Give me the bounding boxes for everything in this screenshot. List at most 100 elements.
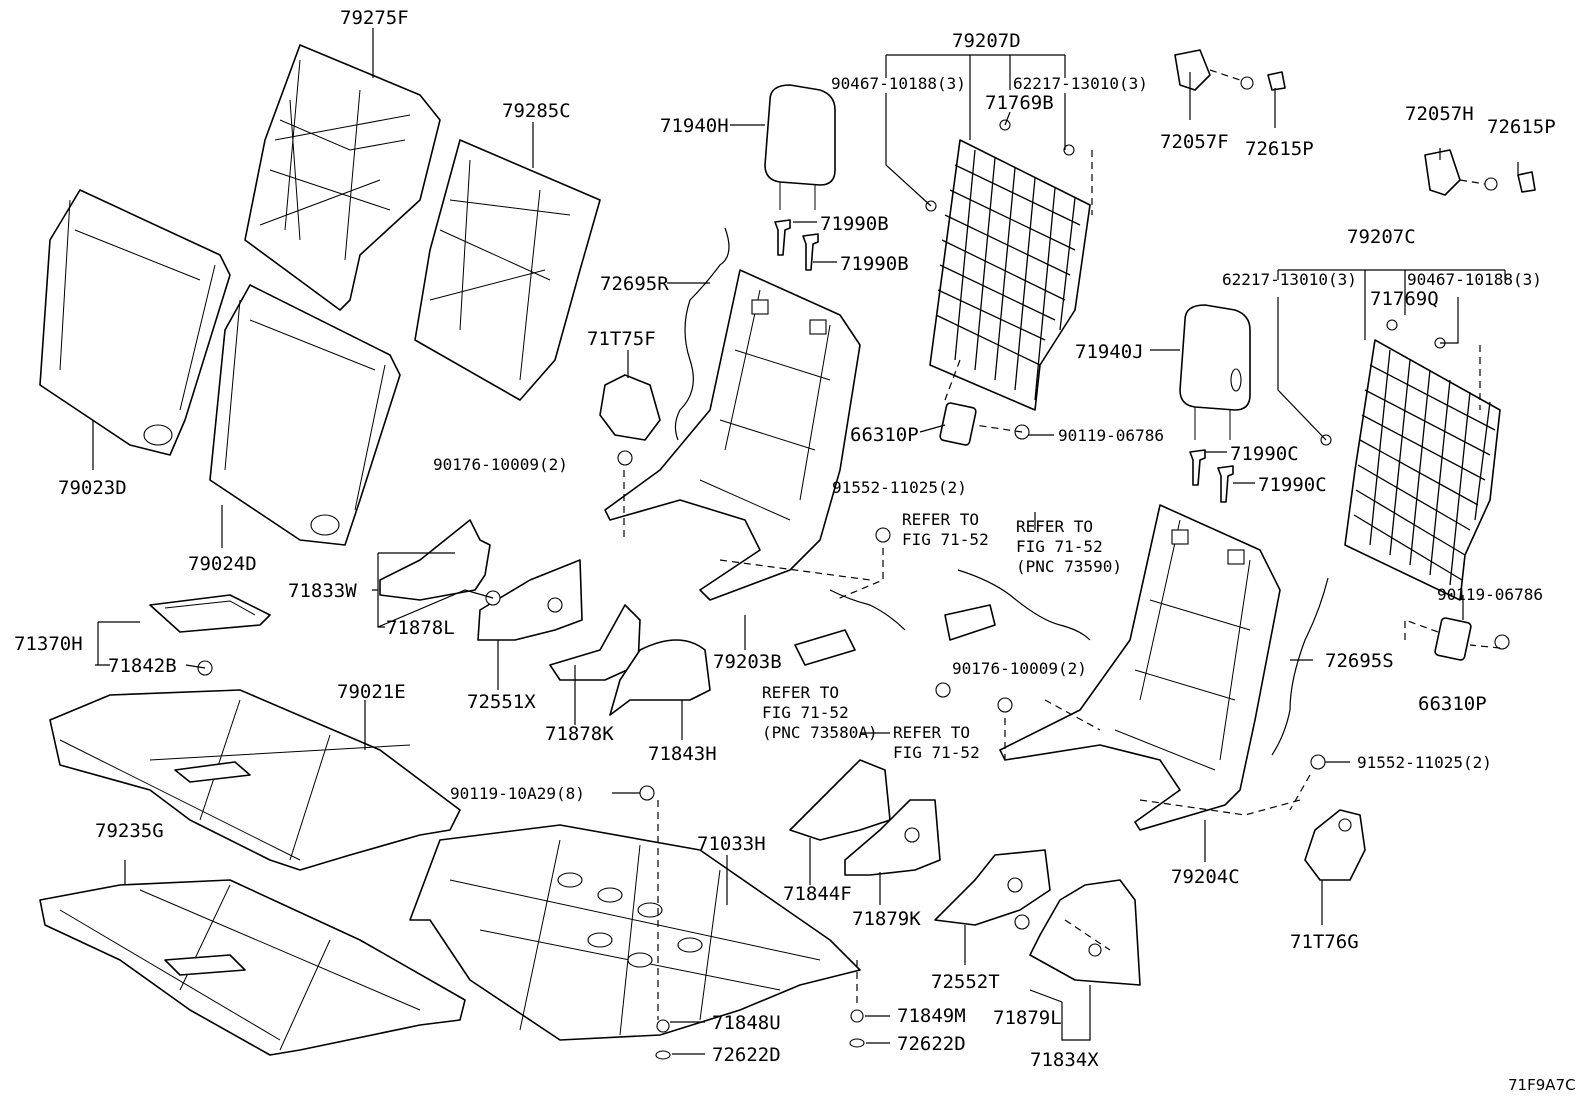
label-90119-10A29: 90119-10A29(8) <box>450 784 585 803</box>
label-79203B: 79203B <box>713 651 782 673</box>
label-66310P-b: 66310P <box>1418 693 1487 715</box>
leader-lines <box>92 28 1519 1055</box>
ref4-line2: FIG 71-52 <box>893 743 980 762</box>
label-71370H: 71370H <box>14 633 83 655</box>
label-79024D: 79024D <box>188 553 257 575</box>
assembly-lines <box>623 69 1501 1020</box>
headrest-guides-71990B <box>774 219 819 271</box>
label-71T75F: 71T75F <box>587 328 656 350</box>
label-90467-10188-b: 90467-10188(3) <box>1407 270 1542 289</box>
ref1-line2: FIG 71-52 <box>902 530 989 549</box>
panel-71878K <box>549 604 641 681</box>
wires <box>674 227 1329 756</box>
label-71990B-b: 71990B <box>840 253 909 275</box>
lock-66310P-left <box>939 402 977 446</box>
ref2-line1: REFER TO <box>1016 517 1093 536</box>
seat-cushion-79021E <box>49 689 461 871</box>
label-72615P-a: 72615P <box>1245 138 1314 160</box>
label-79275F: 79275F <box>340 7 409 29</box>
lock-66310P-right <box>1434 617 1472 661</box>
headrest-71940H <box>764 84 836 210</box>
figure-code: 71F9A7C <box>1508 1076 1576 1094</box>
label-66310P-a: 66310P <box>850 424 919 446</box>
label-79285C: 79285C <box>502 100 571 122</box>
label-91552-11025-a: 91552-11025(2) <box>832 478 967 497</box>
seat-frame-lower-71033H <box>409 824 861 1041</box>
headrest-guides-71990C <box>1189 449 1234 503</box>
label-90467-10188-a: 90467-10188(3) <box>831 74 966 93</box>
bracket-71T75F <box>599 374 661 441</box>
label-72552T: 72552T <box>931 971 1000 993</box>
seatback-frame-79207D <box>929 139 1091 411</box>
seatback-cushion-79023D <box>39 189 231 456</box>
ref3-line3: (PNC 73580A) <box>762 723 878 742</box>
label-62217-13010-b: 62217-13010(3) <box>1222 270 1357 289</box>
label-62217-13010-a: 62217-13010(3) <box>1013 74 1148 93</box>
cover-71834X <box>1029 879 1141 986</box>
panel-72551X <box>477 559 583 641</box>
label-71842B: 71842B <box>108 655 177 677</box>
label-71843H: 71843H <box>648 743 717 765</box>
seat-cushion-pad-79235G <box>39 879 466 1056</box>
label-71878L: 71878L <box>386 617 455 639</box>
label-90176-10009-a: 90176-10009(2) <box>433 455 568 474</box>
headrest-71940J <box>1179 304 1251 440</box>
label-71990C-a: 71990C <box>1230 443 1299 465</box>
seatback-cover-79275F <box>244 44 441 311</box>
bracket-71T76G <box>1304 809 1366 881</box>
label-72695S: 72695S <box>1325 650 1394 672</box>
label-71990B-a: 71990B <box>820 213 889 235</box>
reference-notes: REFER TO FIG 71-52 REFER TO FIG 71-52 (P… <box>762 510 1122 762</box>
ref4-line1: REFER TO <box>893 723 970 742</box>
label-72622D-b: 72622D <box>897 1033 966 1055</box>
label-79235G: 79235G <box>95 820 164 842</box>
label-71849M: 71849M <box>897 1005 966 1027</box>
label-71990C-b: 71990C <box>1258 474 1327 496</box>
ref2-line3: (PNC 73590) <box>1016 557 1122 576</box>
label-71879L: 71879L <box>993 1007 1062 1029</box>
label-71848U: 71848U <box>712 1012 781 1034</box>
label-71844F: 71844F <box>783 883 852 905</box>
ref2-line2: FIG 71-52 <box>1016 537 1103 556</box>
seat-frame-79203B <box>604 269 861 601</box>
label-90119-06786-b: 90119-06786 <box>1437 585 1543 604</box>
label-71769Q: 71769Q <box>1370 288 1439 310</box>
seat-frame-79204C <box>999 504 1281 831</box>
cover-72057F <box>1174 49 1286 91</box>
label-72057F: 72057F <box>1160 131 1229 153</box>
panel-72552T <box>934 849 1051 926</box>
label-72615P-b: 72615P <box>1487 116 1556 138</box>
label-72551X: 72551X <box>467 691 536 713</box>
ref3-line1: REFER TO <box>762 683 839 702</box>
label-71833W: 71833W <box>288 580 357 602</box>
fasteners <box>197 76 1510 1060</box>
label-71878K: 71878K <box>545 723 614 745</box>
label-71769B: 71769B <box>985 92 1054 114</box>
panel-71879K <box>844 799 941 876</box>
ref1-line1: REFER TO <box>902 510 979 529</box>
panel-71844F <box>789 759 891 841</box>
label-91552-11025-b: 91552-11025(2) <box>1357 753 1492 772</box>
panel-71833W <box>379 519 491 601</box>
label-79023D: 79023D <box>58 477 127 499</box>
seatback-frame-79207C <box>1344 339 1501 601</box>
label-90119-06786-a: 90119-06786 <box>1058 426 1164 445</box>
cover-71843H <box>609 639 711 716</box>
label-79207C: 79207C <box>1347 226 1416 248</box>
label-72057H: 72057H <box>1405 103 1474 125</box>
label-71834X: 71834X <box>1030 1049 1099 1071</box>
label-71T76G: 71T76G <box>1290 931 1359 953</box>
label-72695R: 72695R <box>600 273 669 295</box>
ref3-line2: FIG 71-52 <box>762 703 849 722</box>
seatbelt-buckle <box>794 604 996 666</box>
label-71940J: 71940J <box>1075 341 1144 363</box>
label-72622D-a: 72622D <box>712 1044 781 1066</box>
armrest-71370H <box>149 594 271 633</box>
label-90176-10009-b: 90176-10009(2) <box>952 659 1087 678</box>
label-79204C: 79204C <box>1171 866 1240 888</box>
label-71033H: 71033H <box>697 833 766 855</box>
part-labels: 79275F 79285C 79023D 79024D 79207D 90467… <box>14 7 1556 1071</box>
label-71940H: 71940H <box>660 115 729 137</box>
